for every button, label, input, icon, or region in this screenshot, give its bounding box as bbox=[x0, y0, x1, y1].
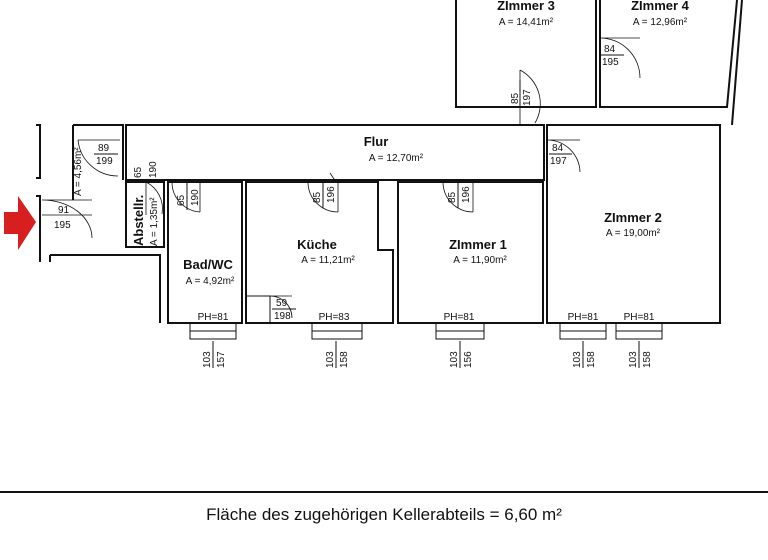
window-zimmer2a-width: 103 bbox=[572, 351, 583, 368]
door-abstellr-height: 190 bbox=[148, 161, 159, 178]
door-wc-width: 59 bbox=[276, 298, 288, 309]
door-entrance-width: 91 bbox=[58, 205, 70, 216]
room-name-zimmer2: ZImmer 2 bbox=[604, 210, 662, 225]
zimmer3-walls bbox=[455, 0, 597, 108]
room-area-zimmer1: A = 11,90m² bbox=[453, 255, 507, 266]
room-area-zimmer4: A = 12,96m² bbox=[633, 17, 688, 28]
window-zimmer2-b bbox=[615, 322, 663, 340]
window-bad-height: 157 bbox=[216, 351, 227, 368]
room-name-zimmer1: ZImmer 1 bbox=[449, 237, 507, 252]
window-zimmer1-width: 103 bbox=[449, 351, 460, 368]
door-abstellr-width: 65 bbox=[133, 166, 144, 178]
room-name-kueche: Küche bbox=[297, 237, 337, 252]
door-flur-right-height: 197 bbox=[550, 156, 567, 167]
window-zimmer1-ph: PH=81 bbox=[444, 312, 475, 323]
door-zimmer3-width: 85 bbox=[510, 92, 521, 104]
door-zimmer1 bbox=[442, 181, 474, 213]
room-area-flur: A = 12,70m² bbox=[369, 153, 424, 164]
left-exterior-bracket-top bbox=[36, 124, 41, 179]
door-bad bbox=[171, 181, 201, 213]
room-name-badwc: Bad/WC bbox=[183, 257, 233, 272]
window-zimmer2-a bbox=[559, 322, 607, 340]
window-bad-width: 103 bbox=[202, 351, 213, 368]
window-zimmer2a-ph: PH=81 bbox=[568, 312, 599, 323]
stair-wall bbox=[49, 254, 161, 323]
room-area-kueche: A = 11,21m² bbox=[301, 255, 355, 266]
abstellr-walls bbox=[125, 181, 165, 248]
door-vorraum-width: 89 bbox=[98, 143, 110, 154]
flur-walls bbox=[125, 124, 545, 181]
door-vorraum bbox=[77, 139, 120, 177]
room-area-badwc: A = 4,92m² bbox=[186, 276, 235, 287]
door-zimmer4-height: 195 bbox=[602, 57, 619, 68]
door-zimmer3-height: 197 bbox=[522, 89, 533, 106]
window-zimmer2a-height: 158 bbox=[586, 351, 597, 368]
window-kueche-height: 158 bbox=[339, 351, 350, 368]
room-name-abstellr: Abstellr. bbox=[131, 195, 146, 246]
window-kueche bbox=[311, 322, 363, 340]
door-wc bbox=[269, 295, 293, 319]
door-kueche bbox=[307, 172, 339, 213]
room-name-zimmer4: ZImmer 4 bbox=[631, 0, 690, 13]
door-zimmer4-width: 84 bbox=[604, 44, 616, 55]
window-bad bbox=[189, 322, 237, 340]
footer-divider bbox=[0, 491, 768, 493]
door-kueche-height: 196 bbox=[326, 186, 337, 203]
vorraum-walls bbox=[72, 124, 124, 200]
door-entrance bbox=[41, 199, 93, 239]
window-zimmer1 bbox=[435, 322, 485, 340]
window-bad-ph: PH=81 bbox=[198, 312, 229, 323]
door-entrance-height: 195 bbox=[54, 220, 71, 231]
window-kueche-width: 103 bbox=[325, 351, 336, 368]
door-vorraum-height: 199 bbox=[96, 156, 113, 167]
window-zimmer2b-ph: PH=81 bbox=[624, 312, 655, 323]
room-name-zimmer3: ZImmer 3 bbox=[497, 0, 555, 13]
left-exterior-bracket-bottom bbox=[36, 195, 41, 262]
room-area-vorraum: A = 4,56m² bbox=[73, 147, 84, 196]
entrance-arrow-icon bbox=[4, 196, 36, 250]
window-zimmer1-height: 156 bbox=[463, 351, 474, 368]
cellar-area-note: Fläche des zugehörigen Kellerabteils = 6… bbox=[206, 505, 562, 524]
door-flur-right bbox=[546, 139, 581, 173]
room-name-flur: Flur bbox=[364, 134, 389, 149]
window-zimmer2b-width: 103 bbox=[628, 351, 639, 368]
wc-closet bbox=[245, 295, 271, 324]
room-area-zimmer3: A = 14,41m² bbox=[499, 17, 554, 28]
door-flur-right-width: 84 bbox=[552, 143, 564, 154]
door-zimmer1-height: 196 bbox=[461, 186, 472, 203]
door-bad-width: 65 bbox=[176, 194, 187, 206]
door-wc-height: 198 bbox=[274, 311, 291, 322]
room-area-zimmer2: A = 19,00m² bbox=[606, 228, 661, 239]
door-abstellr bbox=[145, 181, 163, 215]
door-bad-height: 190 bbox=[190, 189, 201, 206]
zimmer4-walls bbox=[599, 0, 738, 108]
room-area-abstellr: A = 1,35m² bbox=[149, 197, 160, 246]
exterior-right-wall bbox=[731, 0, 743, 126]
window-kueche-ph: PH=83 bbox=[319, 312, 350, 323]
door-kueche-width: 85 bbox=[312, 191, 323, 203]
window-zimmer2b-height: 158 bbox=[642, 351, 653, 368]
door-zimmer1-width: 85 bbox=[447, 191, 458, 203]
door-zimmer4 bbox=[599, 37, 641, 79]
